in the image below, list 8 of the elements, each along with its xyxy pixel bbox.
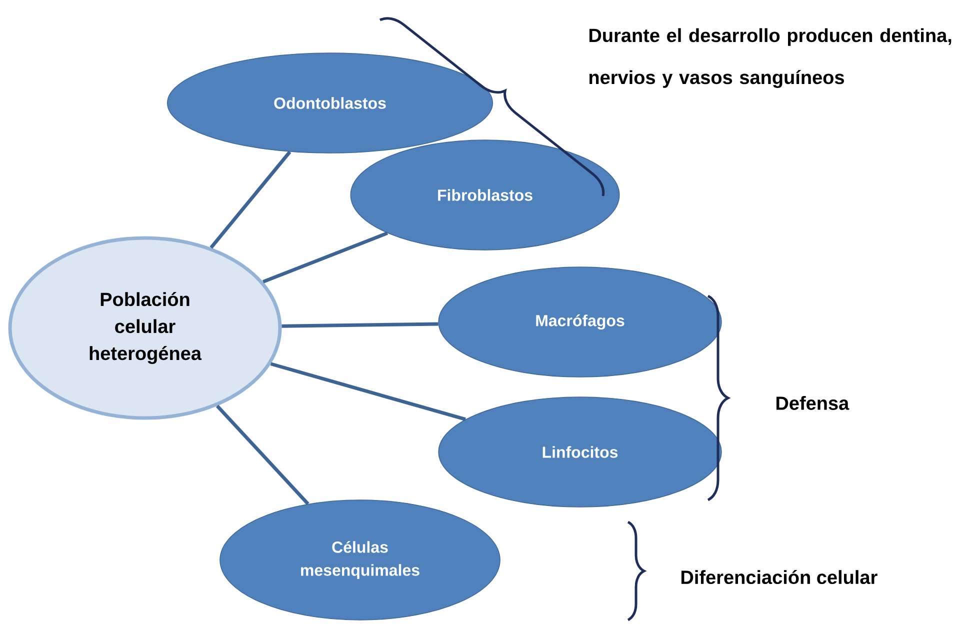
connector-line [282, 322, 438, 328]
annotation-text: Durante el desarrollo producen dentina, nervios y vasos sanguíneos [589, 28, 952, 88]
annotation-text: Diferenciación celular [681, 570, 878, 584]
connector-line [216, 404, 310, 506]
annotation-text: Defensa [776, 396, 850, 410]
connector-line [262, 232, 388, 284]
connector-line [270, 362, 466, 422]
connector-line [210, 150, 292, 249]
